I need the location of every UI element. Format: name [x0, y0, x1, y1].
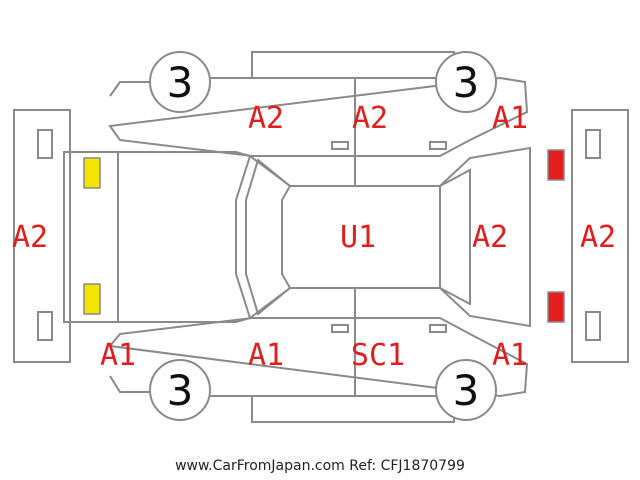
- taillight-right-marker: [547, 291, 565, 323]
- code-front-bumper: A2: [12, 220, 48, 255]
- code-right-rear-door: SC1: [351, 338, 405, 373]
- footer-caption: www.CarFromJapan.com Ref: CFJ1870799: [0, 458, 640, 474]
- footer-site: www.CarFromJapan.com: [175, 458, 345, 474]
- rear-bumper: [571, 109, 629, 363]
- code-left-rear-door: A2: [352, 101, 388, 136]
- front-bumper: [13, 109, 71, 363]
- top-view-body: [63, 146, 531, 328]
- taillight-left-marker: [547, 149, 565, 181]
- headlight-left-marker: [83, 157, 101, 189]
- code-roof: U1: [340, 220, 376, 255]
- wheel-left-front: 3: [149, 51, 211, 113]
- wheel-left-rear-number: 3: [453, 58, 480, 107]
- wheel-left-front-number: 3: [167, 58, 194, 107]
- wheel-right-front: 3: [149, 359, 211, 421]
- code-left-rear-fender: A1: [492, 101, 528, 136]
- wheel-left-rear: 3: [435, 51, 497, 113]
- headlight-right-marker: [83, 283, 101, 315]
- wheel-right-rear-number: 3: [453, 366, 480, 415]
- code-rear-bumper: A2: [580, 220, 616, 255]
- code-right-rear-fender: A1: [492, 338, 528, 373]
- code-trunk: A2: [472, 220, 508, 255]
- code-hood: A1: [100, 338, 136, 373]
- footer-ref: Ref: CFJ1870799: [349, 458, 465, 474]
- wheel-right-rear: 3: [435, 359, 497, 421]
- wheel-right-front-number: 3: [167, 366, 194, 415]
- code-left-front-door: A2: [248, 101, 284, 136]
- code-right-front-door: A1: [248, 338, 284, 373]
